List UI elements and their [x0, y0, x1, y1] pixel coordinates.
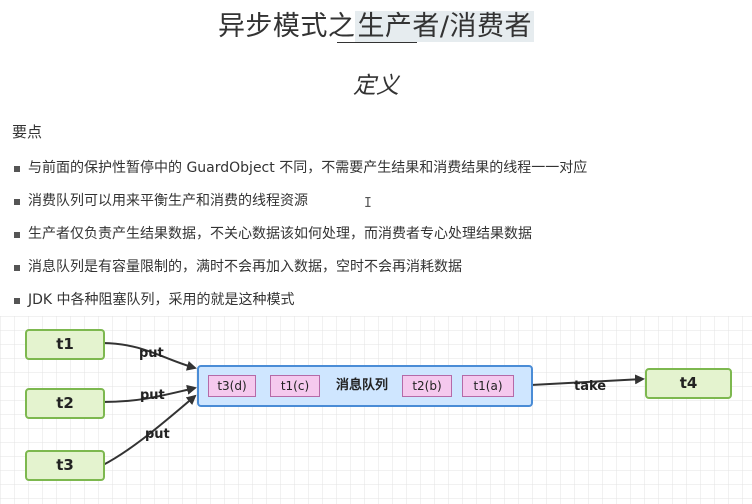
take-label: take: [574, 379, 607, 394]
put-label-t3: put: [145, 427, 170, 442]
section-label: 要点: [12, 123, 43, 141]
bullet-icon: [14, 298, 20, 304]
message-queue: t3(d) t1(c) 消息队列 t2(b) t1(a): [197, 365, 533, 407]
page-title: 异步模式之生产者/消费者: [0, 4, 752, 43]
list-item: 消息队列是有容量限制的，满时不会再加入数据，空时不会再消耗数据: [8, 249, 708, 282]
thread-t4: t4: [645, 368, 732, 399]
put-label-t1: put: [139, 346, 164, 361]
point-text: JDK 中各种阻塞队列，采用的就是这种模式: [28, 292, 295, 308]
grid-background: [0, 316, 752, 504]
queue-item-t1c: t1(c): [270, 375, 320, 397]
point-text: 消息队列是有容量限制的，满时不会再加入数据，空时不会再消耗数据: [28, 259, 462, 275]
queue-item-t3d: t3(d): [208, 375, 256, 397]
list-item: JDK 中各种阻塞队列，采用的就是这种模式: [8, 282, 708, 315]
title-prefix: 异步模式之: [217, 11, 356, 42]
bullet-icon: [14, 199, 20, 205]
bullet-icon: [14, 166, 20, 172]
text-cursor-icon: I: [364, 196, 372, 211]
put-arrow-t2: [102, 384, 197, 403]
subtitle: 定义: [353, 73, 399, 99]
title-underline: [337, 42, 417, 43]
queue-item-t1a: t1(a): [462, 375, 514, 397]
thread-t1: t1: [25, 329, 105, 360]
take-arrow: [530, 374, 645, 386]
bullet-icon: [14, 265, 20, 271]
thread-t3: t3: [25, 450, 105, 481]
point-text: 消费队列可以用来平衡生产和消费的线程资源: [28, 193, 308, 209]
list-item: 生产者仅负责产生结果数据，不关心数据该如何处理，而消费者专心处理结果数据: [8, 216, 708, 249]
put-label-t2: put: [140, 388, 165, 403]
bullet-icon: [14, 232, 20, 238]
queue-label: 消息队列: [336, 378, 389, 393]
point-text: 与前面的保护性暂停中的 GuardObject 不同，不需要产生结果和消费结果的…: [28, 160, 588, 176]
list-item: 与前面的保护性暂停中的 GuardObject 不同，不需要产生结果和消费结果的…: [8, 150, 708, 183]
put-arrow-t3: [102, 394, 197, 466]
put-arrow-t1: [102, 342, 197, 371]
queue-item-t2b: t2(b): [402, 375, 452, 397]
thread-t2: t2: [25, 388, 105, 419]
key-points-list: 与前面的保护性暂停中的 GuardObject 不同，不需要产生结果和消费结果的…: [8, 150, 708, 315]
producer-consumer-diagram: t1 t2 t3 t4 put put put take t3(d) t1(c)…: [0, 316, 752, 504]
point-text: 生产者仅负责产生结果数据，不关心数据该如何处理，而消费者专心处理结果数据: [28, 226, 532, 242]
diagram-connectors: [0, 316, 752, 504]
title-highlight: 生产者/消费者: [355, 11, 535, 42]
list-item: 消费队列可以用来平衡生产和消费的线程资源: [8, 183, 708, 216]
